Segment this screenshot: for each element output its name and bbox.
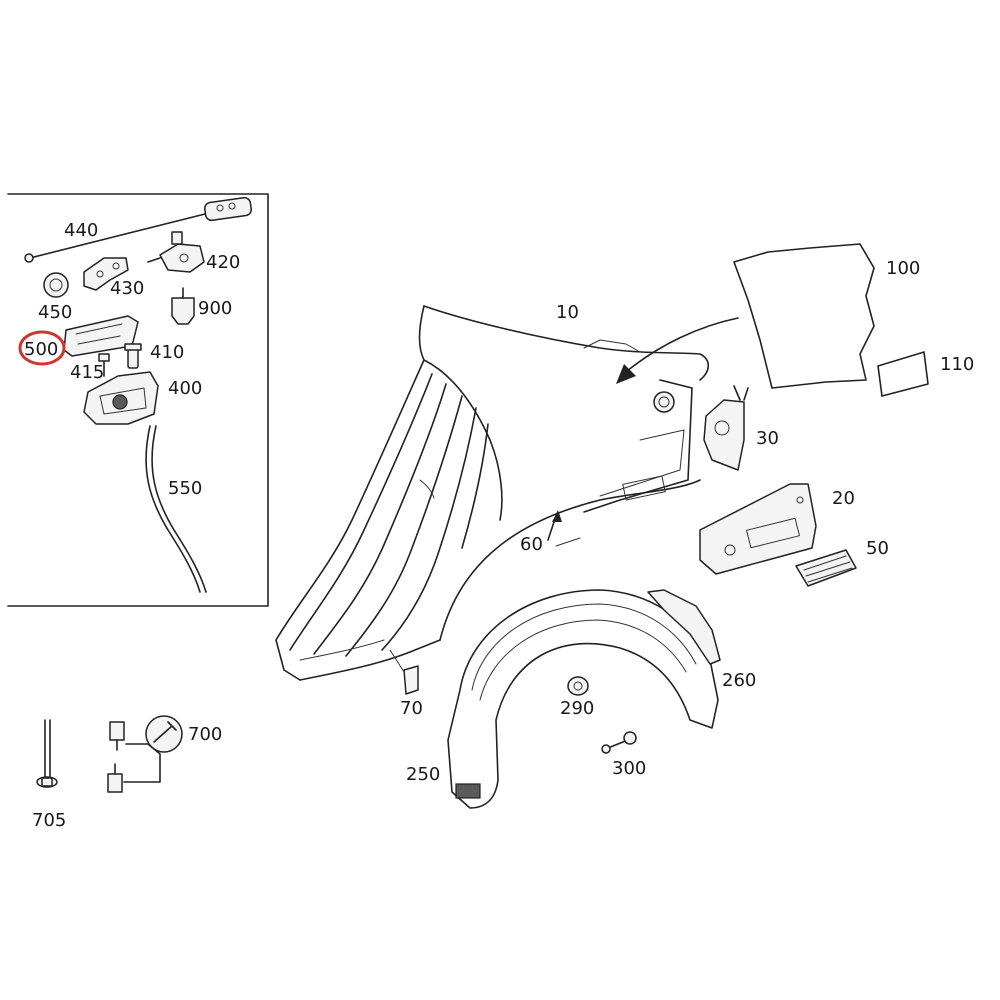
part-415-screw: [98, 353, 110, 377]
highlight-circle: [18, 330, 66, 366]
label-30: 30: [756, 428, 779, 449]
part-430-bracket: [83, 257, 129, 291]
part-20-panel: [699, 483, 817, 575]
part-100-liner: [733, 243, 875, 389]
part-450-grommet: [43, 272, 69, 298]
label-400: 400: [168, 378, 202, 399]
direction-arrow: [616, 317, 739, 384]
label-450: 450: [38, 302, 72, 323]
label-415: 415: [70, 362, 104, 383]
part-900-connector: [171, 287, 195, 325]
part-420-actuator: [147, 231, 205, 273]
label-50: 50: [866, 538, 889, 559]
label-500: 500: [24, 339, 58, 360]
part-110-label: [877, 351, 929, 397]
label-110: 110: [940, 354, 974, 375]
label-260: 260: [722, 670, 756, 691]
part-410-plunger: [124, 343, 142, 369]
part-290-clip: [567, 676, 589, 696]
label-440: 440: [64, 220, 98, 241]
label-705: 705: [32, 810, 66, 831]
part-300-bolt: [601, 731, 637, 754]
label-300: 300: [612, 758, 646, 779]
label-20: 20: [832, 488, 855, 509]
part-50-vent: [795, 549, 857, 587]
part-700-fasteners: [107, 715, 183, 793]
label-100: 100: [886, 258, 920, 279]
inset-frame: [7, 193, 269, 607]
part-550-drain-hose: [145, 425, 207, 593]
part-70-clip: [389, 649, 419, 695]
part-30-bracket: [703, 385, 749, 471]
label-420: 420: [206, 252, 240, 273]
part-260-liner-extension: [647, 589, 721, 665]
label-290: 290: [560, 698, 594, 719]
part-250-wheelhouse-liner: [447, 589, 719, 809]
part-440-release-cable: [24, 196, 253, 263]
part-400-housing: [83, 371, 159, 425]
label-700: 700: [188, 724, 222, 745]
label-10: 10: [556, 302, 579, 323]
label-410: 410: [150, 342, 184, 363]
label-60: 60: [520, 534, 543, 555]
label-430: 430: [110, 278, 144, 299]
label-900: 900: [198, 298, 232, 319]
label-550: 550: [168, 478, 202, 499]
label-70: 70: [400, 698, 423, 719]
label-250: 250: [406, 764, 440, 785]
part-60-marker: [547, 510, 581, 547]
part-705-rivet: [36, 719, 58, 788]
part-10-quarter-panel: [275, 305, 710, 681]
